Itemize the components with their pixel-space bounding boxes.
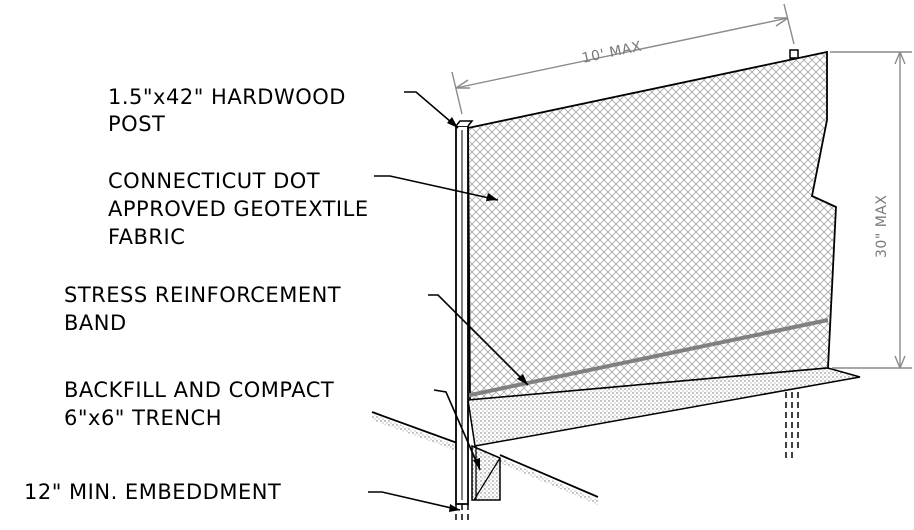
fabric-label-line1: CONNECTICUT DOT [108, 169, 320, 193]
height-dimension-label: 30" MAX [874, 195, 890, 258]
band-label-line1: STRESS REINFORCEMENT [64, 283, 341, 307]
post-embedment-back [785, 392, 799, 460]
width-dimension-label: 10' MAX [581, 39, 644, 67]
trench-edge [473, 446, 501, 501]
ground-line-left [371, 411, 461, 445]
backfill-label-line1: BACKFILL AND COMPACT [64, 378, 334, 402]
backfill-label-line2: 6"x6" TRENCH [64, 406, 222, 430]
leader-lines [368, 91, 529, 511]
post-label-line2: POST [108, 112, 165, 136]
width-dimension [451, 3, 795, 115]
ground-hatch-left [372, 414, 460, 452]
fabric-label-line3: FABRIC [108, 225, 185, 249]
ground-hatch-front [500, 458, 598, 505]
fabric-apron [467, 367, 861, 447]
height-dimension [830, 51, 912, 369]
post-embedment-front [455, 504, 469, 524]
embedment-label: 12" MIN. EMBEDDMENT [24, 480, 281, 504]
geotextile-fabric [467, 50, 837, 401]
hardwood-post-back [789, 49, 799, 59]
fabric-label-line2: APPROVED GEOTEXTILE [108, 197, 369, 221]
stress-reinforcement-band [455, 318, 829, 400]
post-top [455, 120, 474, 127]
post-label-line1: 1.5"x42" HARDWOOD [108, 85, 346, 109]
leader-arrowheads [447, 117, 528, 512]
ground-line-front [499, 454, 599, 498]
band-label-line2: BAND [64, 311, 127, 335]
